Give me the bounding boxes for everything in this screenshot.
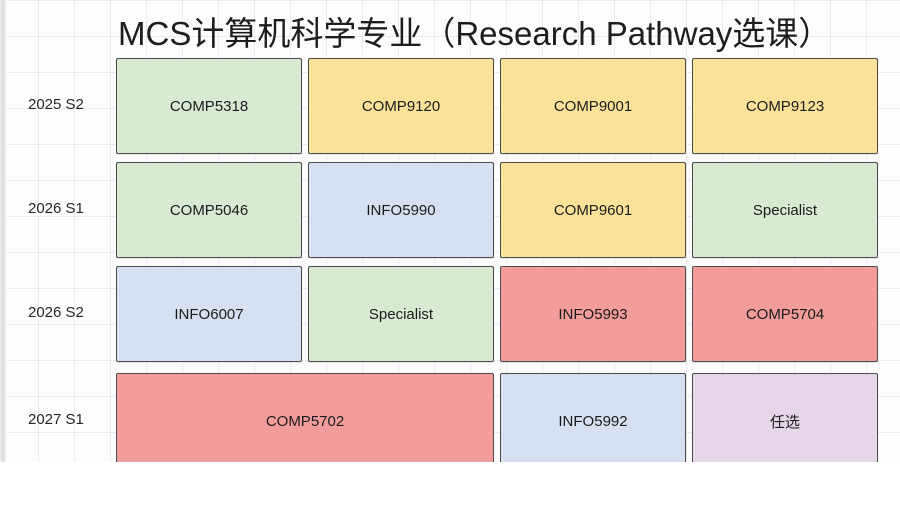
row-label-2027-s1: 2027 S1: [28, 411, 84, 428]
row-label-2025-s2: 2025 S2: [28, 96, 84, 113]
course-cell[interactable]: INFO5992: [500, 373, 686, 469]
course-cell-label: INFO5992: [558, 412, 628, 430]
course-cell-label: COMP5318: [169, 97, 249, 115]
course-cell[interactable]: INFO5990: [308, 162, 494, 258]
course-cell[interactable]: Specialist: [692, 162, 878, 258]
page-title: MCS计算机科学专业（Research Pathway选课）: [118, 15, 832, 52]
course-cell-label: COMP9123: [745, 97, 825, 115]
course-cell[interactable]: INFO6007: [116, 266, 302, 362]
course-cell-label: COMP9601: [553, 201, 633, 219]
course-cell-label: COMP9001: [553, 97, 633, 115]
course-cell-label: INFO6007: [174, 305, 244, 323]
course-cell[interactable]: INFO5993: [500, 266, 686, 362]
row-label-2026-s2: 2026 S2: [28, 304, 84, 321]
course-cell-label: 任选: [769, 413, 800, 431]
course-cell-label: Specialist: [368, 305, 434, 323]
course-cell[interactable]: COMP5702: [116, 373, 494, 469]
course-cell[interactable]: COMP9120: [308, 58, 494, 154]
course-cell[interactable]: COMP5704: [692, 266, 878, 362]
left-edge-shading: [0, 0, 7, 506]
row-label-2026-s1: 2026 S1: [28, 200, 84, 217]
course-cell[interactable]: COMP9601: [500, 162, 686, 258]
course-cell-label: COMP9120: [361, 97, 441, 115]
course-cell[interactable]: COMP9001: [500, 58, 686, 154]
course-cell[interactable]: 任选: [692, 373, 878, 469]
course-cell[interactable]: COMP9123: [692, 58, 878, 154]
course-cell-label: INFO5993: [558, 305, 628, 323]
course-cell-label: INFO5990: [366, 201, 436, 219]
course-cell[interactable]: COMP5318: [116, 58, 302, 154]
course-cell-label: COMP5046: [169, 201, 249, 219]
course-cell-label: Specialist: [752, 201, 818, 219]
course-cell[interactable]: COMP5046: [116, 162, 302, 258]
course-cell[interactable]: Specialist: [308, 266, 494, 362]
course-cell-label: COMP5704: [745, 305, 825, 323]
course-cell-label: COMP5702: [265, 412, 345, 430]
